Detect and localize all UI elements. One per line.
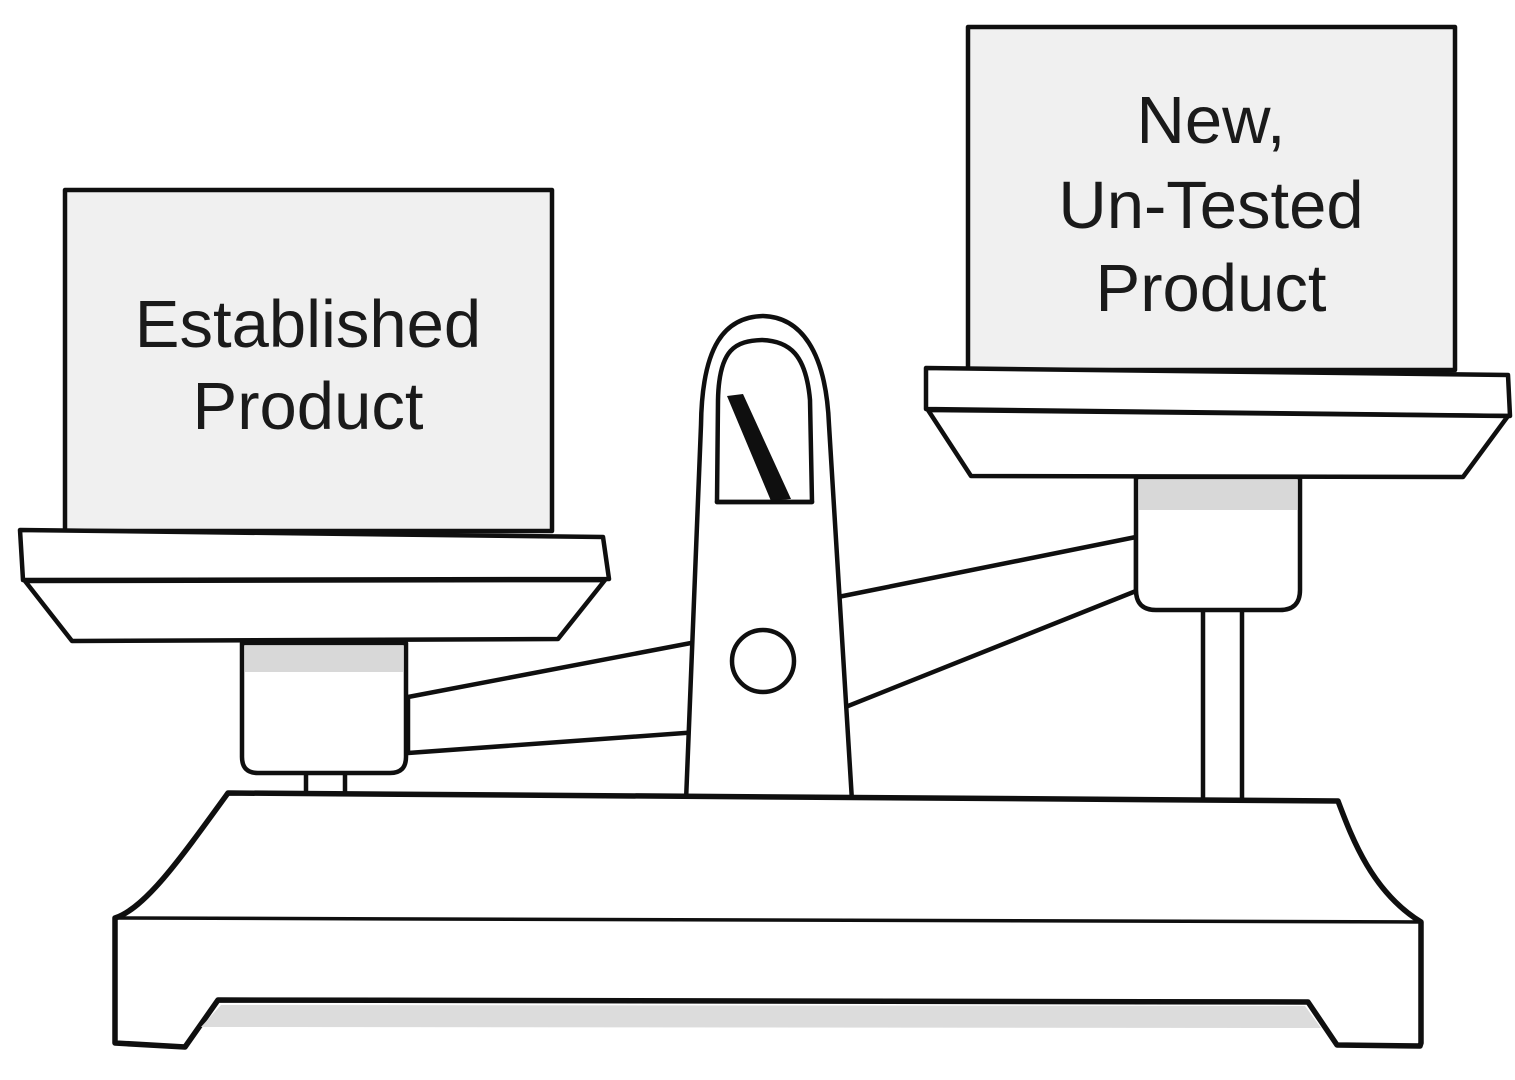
balance-needle [727, 394, 791, 501]
left-weight-box [62, 187, 555, 534]
pillar-window [714, 337, 815, 505]
left-pan-pedestal [239, 640, 409, 776]
right-pedestal-highlight-band [1139, 480, 1297, 510]
left-pan-bowl [22, 577, 608, 644]
beam-right-arm [825, 534, 1139, 717]
base-ledge-line [113, 916, 1423, 924]
left-pedestal-highlight-band [245, 646, 403, 672]
right-box-label-line-2: Un-Tested [1058, 168, 1363, 243]
left-box-label-line-2: Product [193, 369, 424, 444]
left-pan-top [17, 527, 612, 583]
base-shadow-band [201, 1005, 1321, 1028]
right-pan-bowl [925, 407, 1511, 480]
pivot-hole [729, 627, 797, 695]
left-box-label-line-1: Established [135, 287, 481, 362]
right-weight-box [965, 24, 1458, 373]
right-pan-pedestal [1133, 474, 1303, 613]
right-box-label-line-1: New, [1137, 83, 1286, 158]
beam-left-arm [405, 636, 715, 756]
right-box-label-line-3: Product [1096, 251, 1327, 326]
right-pan-stem [1200, 605, 1245, 807]
